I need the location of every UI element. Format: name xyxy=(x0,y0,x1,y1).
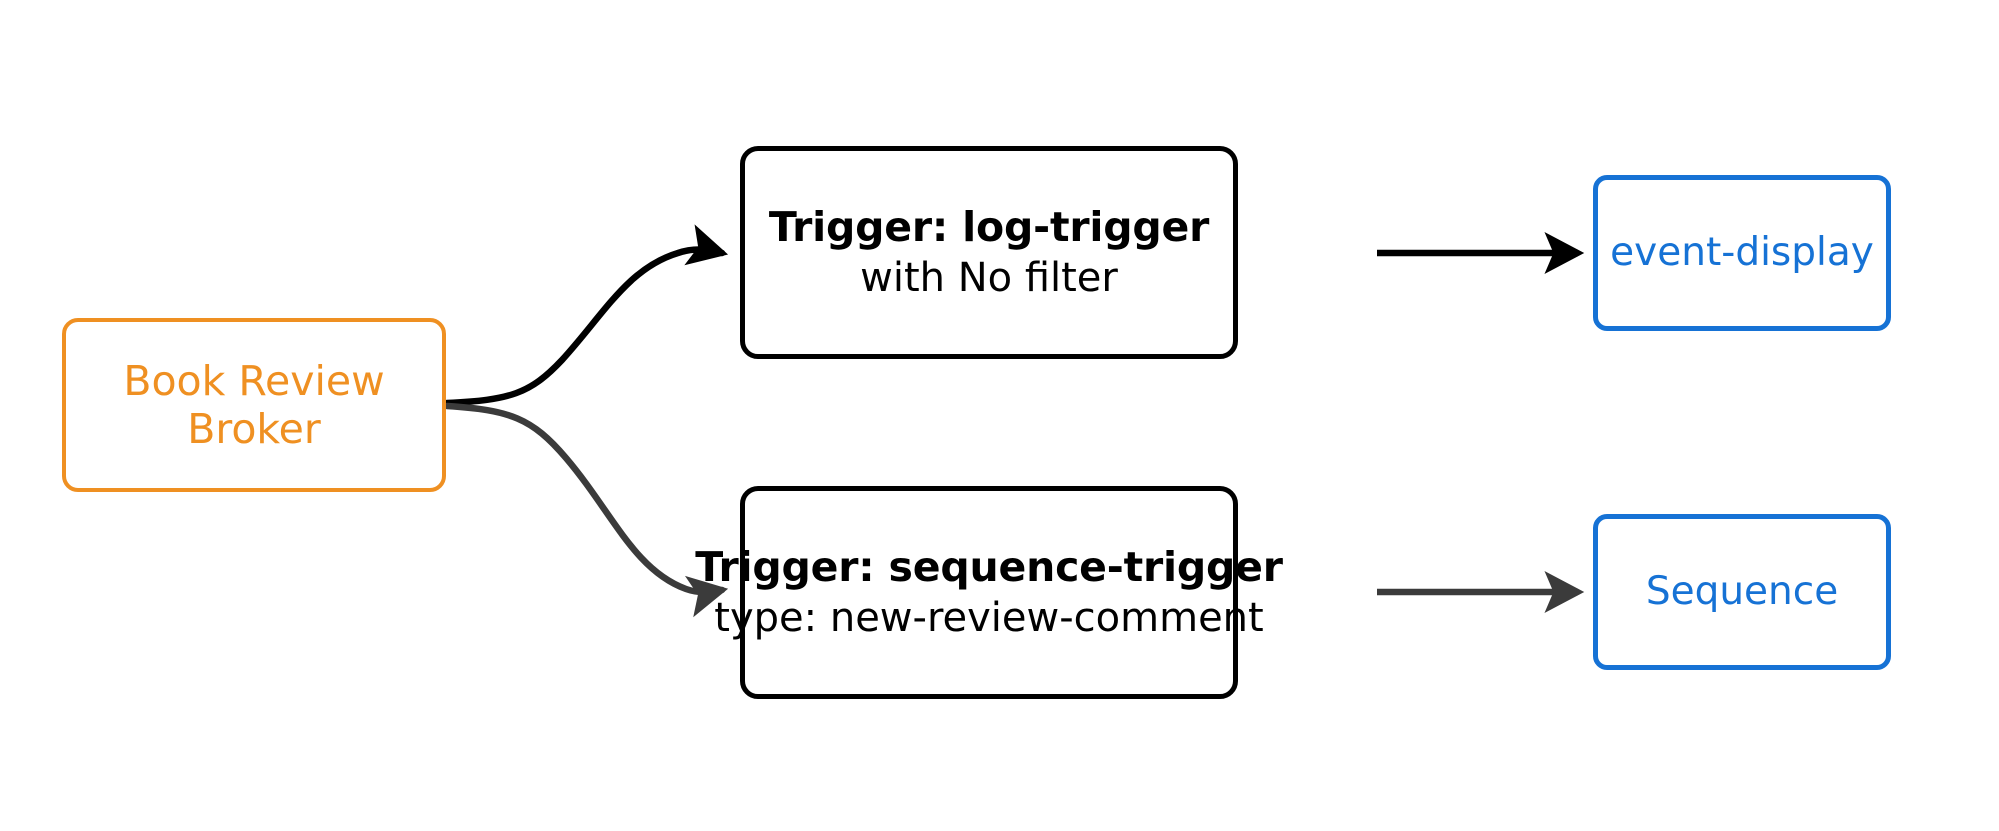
edge-broker-to-sequence-trigger xyxy=(443,402,729,618)
node-sequence-trigger-subtitle: type: new-review-comment xyxy=(714,594,1264,641)
node-sequence-trigger[interactable]: Trigger: sequence-trigger type: new-revi… xyxy=(695,486,1283,699)
node-sequence-label: Sequence xyxy=(1645,568,1839,614)
node-log-trigger-title: Trigger: log-trigger xyxy=(768,203,1210,252)
node-log-trigger[interactable]: Trigger: log-trigger with No filter xyxy=(740,146,1238,359)
node-event-display[interactable]: event-display xyxy=(1593,175,1891,331)
node-sequence-trigger-title: Trigger: sequence-trigger xyxy=(695,543,1283,592)
node-broker-label-line-1: Book Review xyxy=(123,356,385,405)
node-broker-label-line-2: Broker xyxy=(187,405,321,453)
node-log-trigger-subtitle: with No filter xyxy=(860,254,1118,301)
edge-broker-to-log-trigger xyxy=(443,224,729,407)
node-event-display-label: event-display xyxy=(1610,229,1874,275)
node-sequence[interactable]: Sequence xyxy=(1593,514,1891,670)
node-book-review-broker[interactable]: Book Review Broker xyxy=(62,318,446,492)
